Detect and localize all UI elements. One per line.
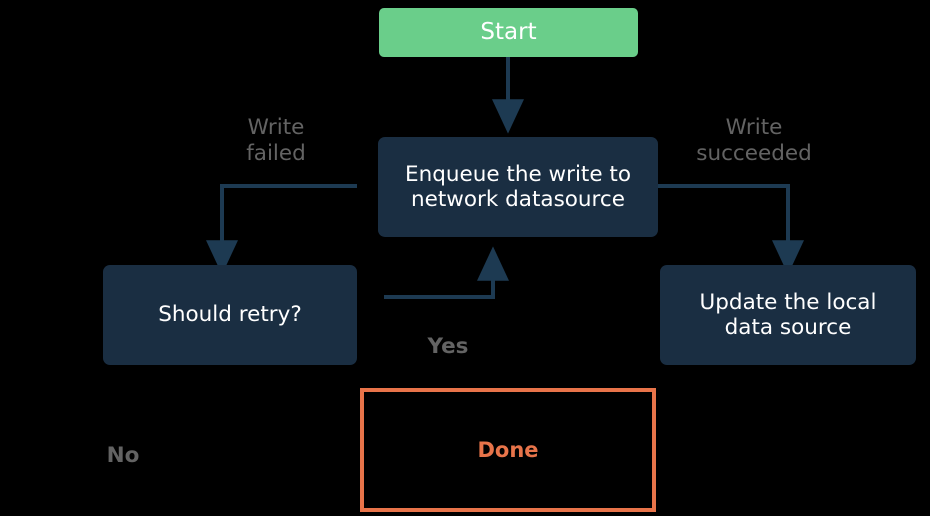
node-done[interactable]: Done (360, 388, 656, 512)
node-start[interactable]: Start (379, 8, 638, 57)
edge-enqueue-to-update (658, 184, 805, 275)
node-should-retry-label: Should retry? (158, 302, 302, 328)
edge-label-write-failed: Write failed (246, 115, 306, 167)
node-update-local-data-source-label: Update the local data source (699, 289, 877, 340)
node-done-label: Done (477, 437, 539, 462)
edge-label-yes: Yes (427, 334, 469, 359)
node-start-label: Start (480, 18, 537, 45)
edge-label-write-succeeded: Write succeeded (696, 115, 812, 167)
node-should-retry[interactable]: Should retry? (103, 265, 357, 365)
edge-retry-yes-to-enqueue (384, 246, 509, 299)
edge-enqueue-to-retry (206, 184, 357, 275)
node-enqueue-label: Enqueue the write to network datasource (405, 161, 631, 212)
edge-label-no: No (106, 443, 140, 468)
node-update-local-data-source[interactable]: Update the local data source (660, 265, 916, 365)
node-enqueue[interactable]: Enqueue the write to network datasource (378, 137, 658, 237)
